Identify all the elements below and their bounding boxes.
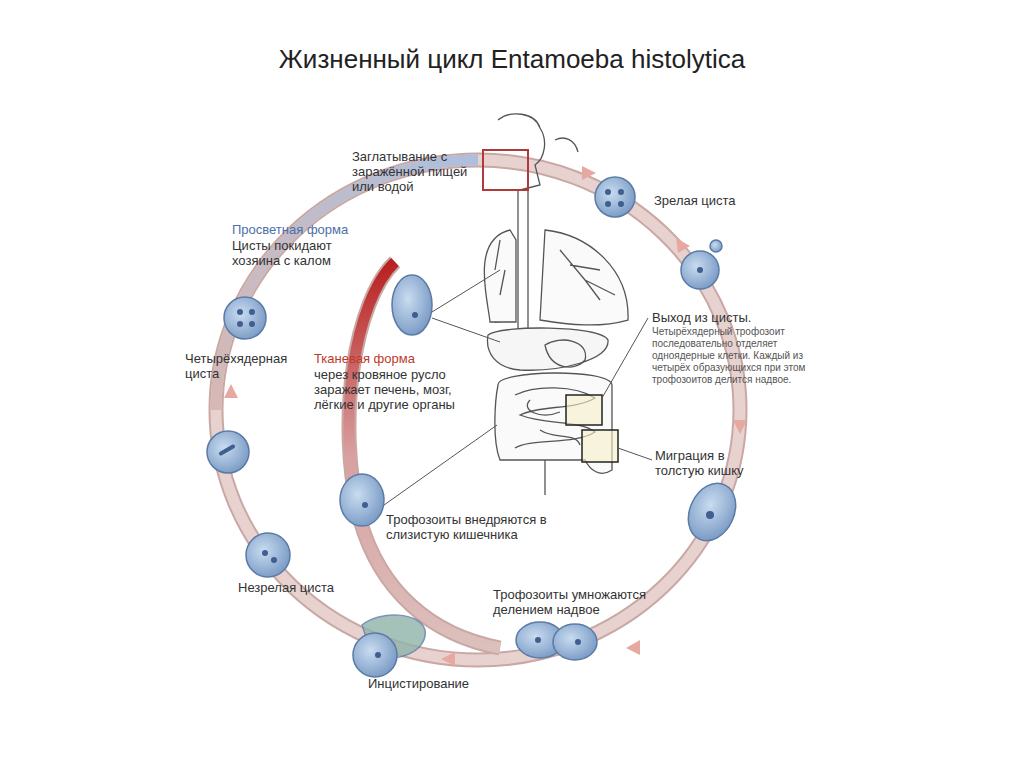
step-label: Миграция в толстую кишку [655, 448, 770, 478]
stage-label: Четырёхядерная циста [185, 351, 305, 381]
step-label: Трофозоиты умножаются делением надвое [493, 587, 668, 617]
step-note: Четырёхядерный трофозоит последовательно… [652, 326, 817, 386]
form-heading: Просветная форма [232, 222, 372, 237]
form-note: Цисты покидают хозяина с калом [232, 238, 362, 268]
step-label: Инцистирование [368, 676, 498, 691]
stage-label: Незрелая циста [238, 580, 358, 595]
form-note: через кровяное русло заражает печень, мо… [314, 367, 464, 412]
form-heading: Тканевая форма [314, 351, 454, 366]
stage-label: Зрелая циста [654, 193, 764, 208]
diagram-title: Жизненный цикл Entamoeba histolytica [0, 44, 1024, 75]
step-label: Трофозоиты внедряются в слизистую кишечн… [386, 512, 561, 542]
step-label: Заглатывание с заражённой пищей или водо… [352, 149, 480, 194]
step-label: Выход из цисты. [652, 310, 817, 325]
